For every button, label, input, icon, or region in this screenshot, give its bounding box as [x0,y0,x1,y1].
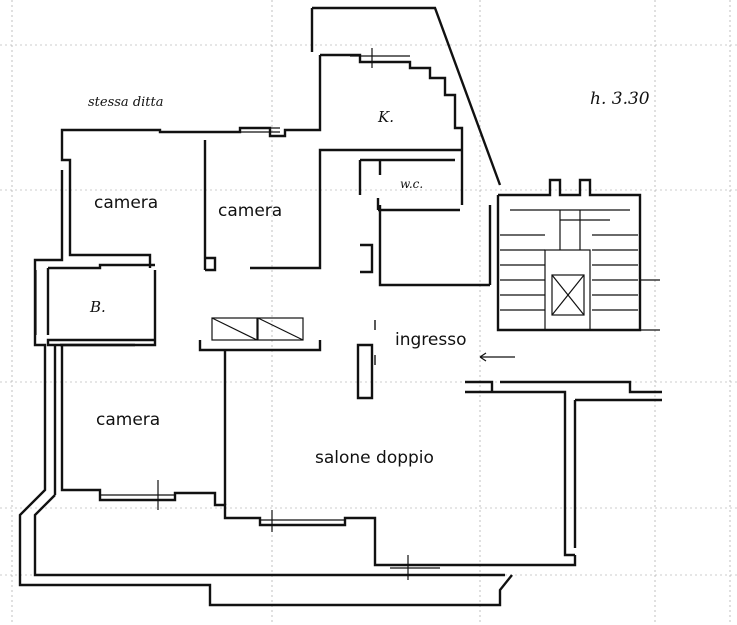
wardrobes [211,317,304,341]
room-labels: camera camera K. w.c. B. ingresso camera… [88,89,650,468]
label-camera-top-mid: camera [218,201,282,221]
exterior-walls [18,6,662,607]
owner-note: stessa ditta [88,95,164,110]
stair-treads [500,209,638,311]
windows [35,48,440,580]
label-wc: w.c. [400,177,423,191]
label-camera-top-left: camera [94,193,158,213]
label-ingresso: ingresso [395,330,466,350]
height-note: h. 3.30 [590,89,650,109]
label-salone-doppio: salone doppio [315,448,434,468]
label-camera-bottom: camera [96,410,160,430]
label-kitchen: K. [377,108,394,126]
staircase [479,178,660,362]
label-bath: B. [89,298,106,316]
interior-walls [46,140,492,505]
